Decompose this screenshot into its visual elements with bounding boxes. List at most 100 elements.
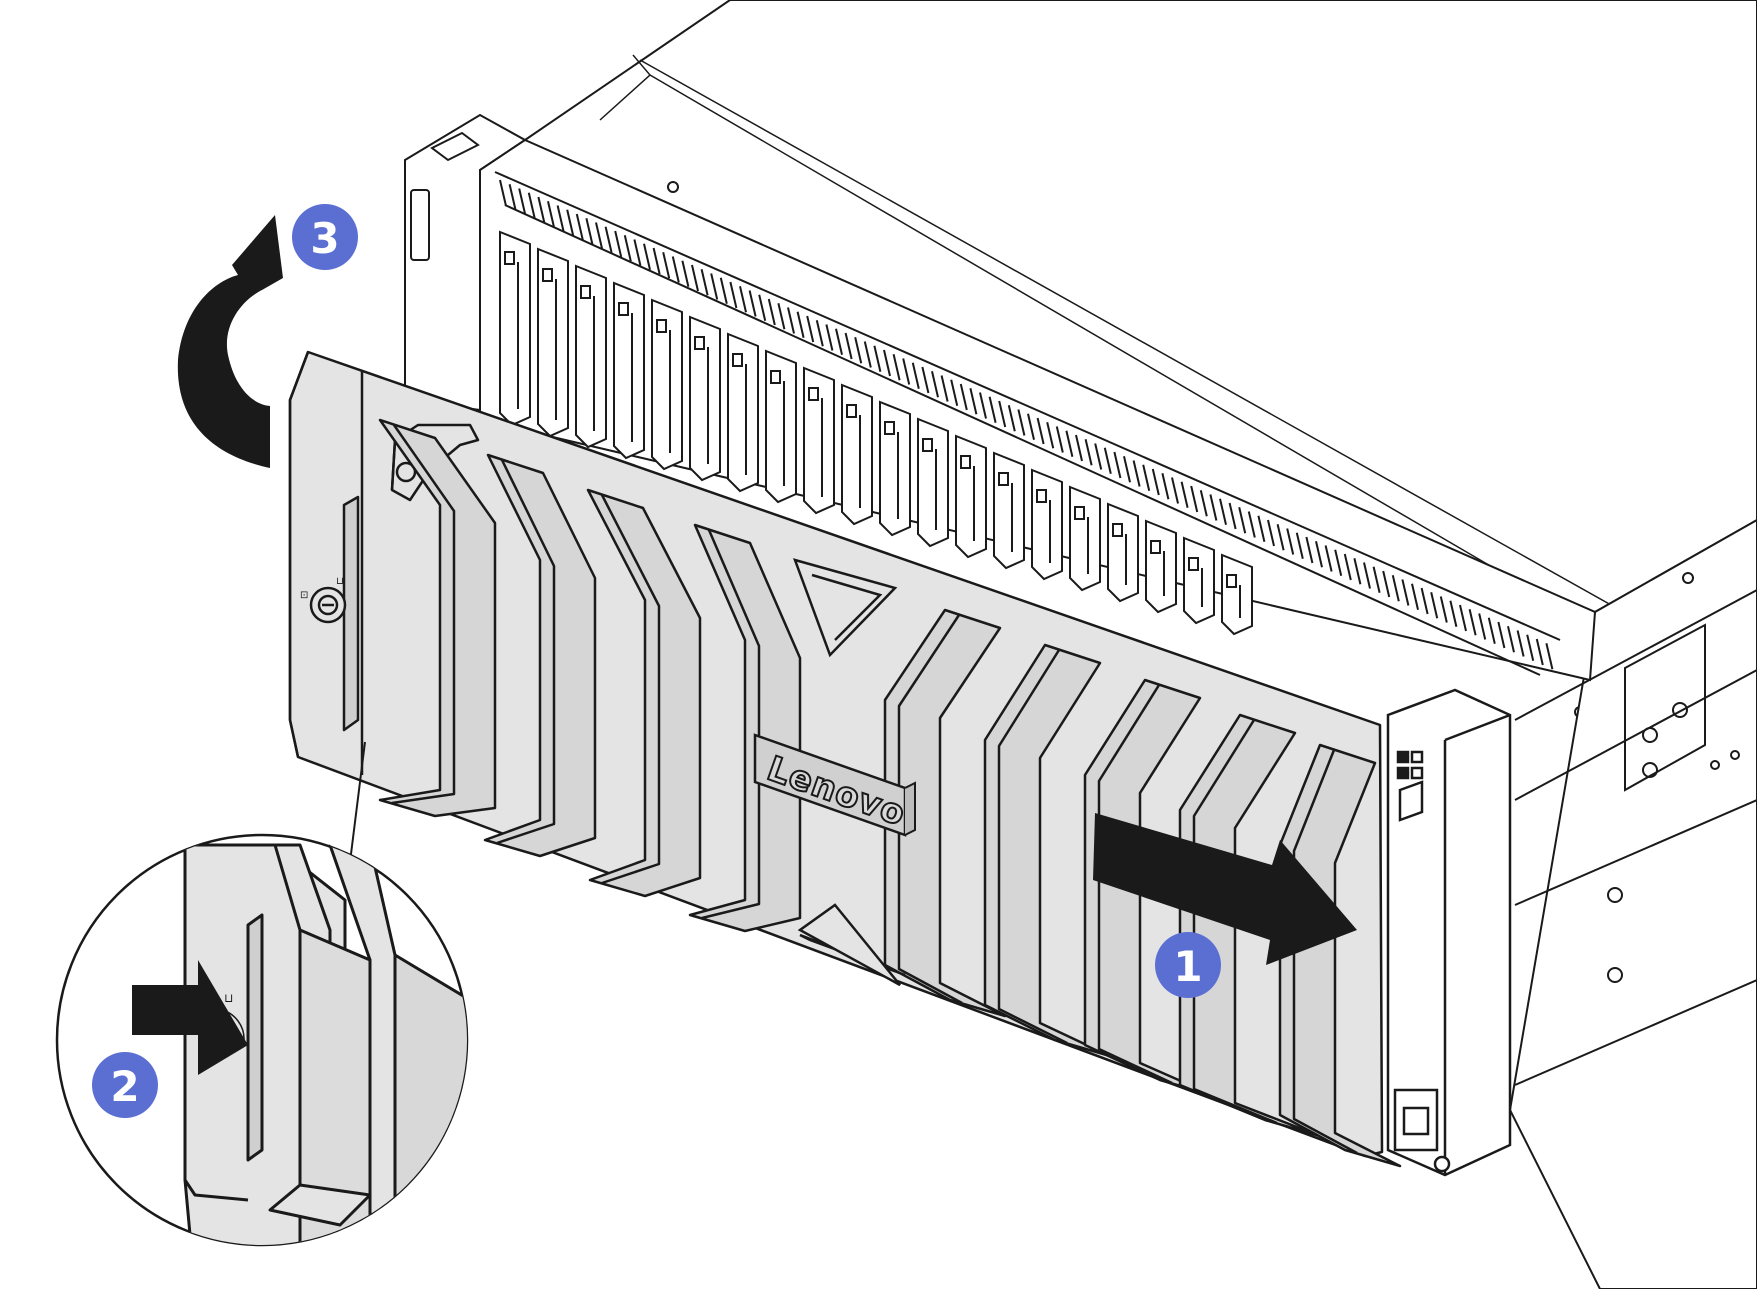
step-badge-2-label: 2 bbox=[110, 1062, 139, 1111]
vent-slot bbox=[892, 354, 901, 381]
vent-slot bbox=[1545, 643, 1554, 670]
vent-slot bbox=[1228, 502, 1237, 530]
vent-slot bbox=[806, 315, 815, 343]
drive-tray-latch bbox=[1226, 574, 1237, 588]
vent-slot bbox=[1238, 507, 1247, 534]
vent-slot bbox=[1007, 405, 1016, 432]
vent-slot bbox=[1507, 626, 1515, 653]
vent-slot bbox=[931, 371, 939, 398]
bezel-rib bbox=[483, 453, 597, 858]
vent-slot bbox=[614, 230, 623, 258]
drive-tray-latch bbox=[580, 285, 591, 299]
bezel-rib bbox=[378, 418, 497, 818]
vent-slot bbox=[739, 286, 747, 313]
vent-slot bbox=[1343, 553, 1352, 581]
vent-slot bbox=[1027, 413, 1035, 440]
vent-slot bbox=[595, 222, 603, 249]
vent-slot bbox=[1180, 481, 1189, 508]
bezel-rib-edge bbox=[997, 649, 1068, 1045]
drive-tray-latch bbox=[504, 251, 515, 265]
drive-tray bbox=[1031, 468, 1063, 581]
vent-slot bbox=[508, 184, 517, 211]
drive-tray-latch bbox=[846, 404, 857, 418]
vent-slot bbox=[1478, 613, 1487, 640]
vent-slot bbox=[547, 201, 555, 228]
vent-slot bbox=[969, 388, 978, 415]
vent-slot bbox=[1468, 609, 1477, 636]
vent-slot bbox=[1449, 600, 1458, 627]
bezel-rib bbox=[688, 523, 802, 933]
vent-slot bbox=[518, 188, 527, 215]
vent-slot bbox=[1017, 409, 1026, 436]
vent-slot bbox=[883, 349, 891, 377]
drive-tray bbox=[575, 264, 607, 449]
vent-slot bbox=[835, 328, 843, 355]
drive-tray-latch bbox=[694, 336, 705, 350]
vent-slot bbox=[979, 392, 987, 419]
vent-slot bbox=[1257, 515, 1266, 542]
vent-slot bbox=[1171, 477, 1179, 504]
bezel-rib-edge bbox=[600, 494, 661, 885]
vent-slot bbox=[1084, 439, 1093, 466]
vent-slot bbox=[700, 269, 709, 296]
vent-slot bbox=[662, 252, 671, 279]
bezel-rib-edge bbox=[496, 459, 556, 845]
vent-slot bbox=[1065, 430, 1074, 457]
vent-slot bbox=[1516, 630, 1525, 657]
vent-slot bbox=[1036, 417, 1045, 445]
vent-slot bbox=[1401, 579, 1410, 606]
svg-text:⊔: ⊔ bbox=[224, 991, 233, 1005]
vent-slot bbox=[902, 358, 911, 385]
drive-tray bbox=[1107, 502, 1139, 603]
vent-slot bbox=[556, 205, 565, 232]
vent-slot bbox=[1430, 592, 1439, 619]
vent-slot bbox=[796, 311, 805, 338]
vent-slot bbox=[815, 320, 824, 347]
vent-slot bbox=[1276, 524, 1285, 551]
step-badge-3: 3 bbox=[292, 204, 358, 270]
vent-slot bbox=[940, 375, 949, 402]
drive-tray bbox=[727, 332, 759, 493]
vent-slot bbox=[1199, 490, 1208, 517]
bezel-rib-edge bbox=[1097, 684, 1173, 1085]
vent-slot bbox=[681, 260, 690, 287]
step-badge-1-label: 1 bbox=[1173, 942, 1202, 991]
vent-slot bbox=[585, 218, 594, 245]
vent-slot bbox=[643, 243, 651, 270]
vent-slot bbox=[719, 277, 728, 304]
arrows bbox=[132, 215, 1357, 1075]
rotate-bezel-arrow bbox=[177, 215, 283, 468]
vent-slot bbox=[1151, 468, 1160, 496]
drive-tray-latch bbox=[1074, 506, 1085, 520]
vent-slot bbox=[825, 324, 834, 351]
drive-tray bbox=[651, 298, 683, 471]
vent-slot bbox=[1411, 583, 1419, 610]
vent-slot bbox=[691, 264, 699, 292]
vent-slot bbox=[1391, 575, 1400, 602]
vent-slot bbox=[777, 303, 786, 330]
vent-slot bbox=[1324, 545, 1333, 572]
vent-slot bbox=[1055, 426, 1064, 453]
vent-slot bbox=[988, 396, 997, 423]
vent-slot bbox=[1439, 596, 1448, 623]
vent-slot bbox=[844, 332, 853, 360]
vent-slot bbox=[499, 179, 507, 207]
vent-slot bbox=[1219, 498, 1227, 525]
drive-tray bbox=[803, 366, 835, 515]
vent-slot bbox=[1132, 460, 1141, 487]
vent-slot bbox=[604, 226, 613, 253]
vent-slot bbox=[1123, 456, 1131, 483]
drive-tray-latch bbox=[770, 370, 781, 384]
drive-tray-latch bbox=[960, 455, 971, 469]
step-badge-1-circle bbox=[1155, 932, 1221, 998]
drive-tray-latch bbox=[732, 353, 743, 367]
vent-slot bbox=[633, 239, 642, 266]
vent-slot bbox=[1142, 464, 1151, 491]
vent-slot bbox=[1094, 443, 1103, 470]
drive-tray bbox=[1221, 553, 1253, 636]
vent-slot bbox=[998, 400, 1007, 428]
vent-slot bbox=[1103, 447, 1112, 474]
bezel-rib bbox=[586, 488, 702, 898]
bezel-lock-icon: ⊡ ⊔ bbox=[300, 576, 347, 624]
vent-slot bbox=[921, 366, 930, 394]
